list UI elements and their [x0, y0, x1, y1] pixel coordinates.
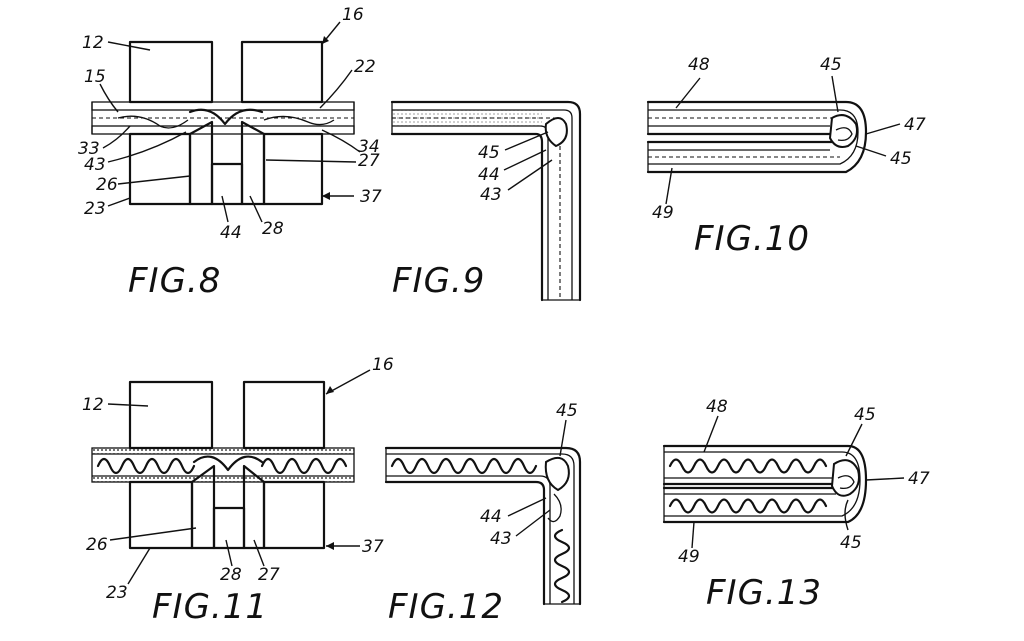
ref-numeral: 12 — [82, 33, 104, 53]
ref-numeral: 43 — [84, 155, 106, 175]
ref-numeral: 26 — [86, 535, 108, 555]
panel-inner-skin — [384, 480, 546, 606]
wrap-outer — [646, 100, 868, 174]
corrugation-vertical — [553, 528, 571, 604]
corrugation-upper — [668, 458, 828, 474]
ref-numeral: 15 — [84, 67, 106, 87]
upper-die-block-right — [240, 40, 324, 104]
ref-numeral: 23 — [84, 199, 106, 219]
panel-outer-skin — [390, 100, 582, 302]
figure-label: FIG.12 — [388, 587, 504, 627]
ref-numeral: 28 — [220, 565, 242, 585]
ref-numeral: 16 — [372, 355, 394, 375]
figure-13: 48 45 47 45 49 FIG.13 — [662, 397, 930, 613]
ref-numeral: 34 — [358, 137, 380, 157]
ref-numeral: 49 — [678, 547, 700, 567]
figure-label: FIG.9 — [392, 261, 485, 301]
ref-numeral: 22 — [354, 57, 376, 77]
anvil-block — [212, 506, 246, 550]
ref-numeral: 43 — [480, 185, 502, 205]
crimp-fold — [544, 456, 570, 492]
ref-numeral: 45 — [840, 533, 862, 553]
ref-numeral: 33 — [78, 139, 100, 159]
ref-numeral: 49 — [652, 203, 674, 223]
ref-numeral: 45 — [556, 401, 578, 421]
crimp-fold — [544, 117, 568, 148]
ref-numeral: 48 — [706, 397, 728, 417]
figure-10: 48 45 47 45 49 FIG.10 — [646, 55, 926, 259]
ref-numeral: 45 — [854, 405, 876, 425]
upper-die-block-right — [242, 380, 326, 450]
upper-die-block-left — [128, 40, 214, 104]
ref-numeral: 44 — [220, 223, 242, 243]
ref-numeral: 12 — [82, 395, 104, 415]
figure-9: 45 44 43 FIG.9 — [390, 100, 582, 302]
corrugation-horizontal — [390, 457, 538, 475]
crimp-joint — [830, 459, 860, 497]
upper-die-block-left — [128, 380, 214, 450]
panel-upper-skin — [91, 101, 355, 111]
ref-numeral: 47 — [908, 469, 930, 489]
panel-crimp — [192, 455, 264, 472]
ref-numeral: 37 — [360, 187, 382, 207]
panel-outer-skin — [384, 446, 582, 606]
ref-numeral: 37 — [362, 537, 384, 557]
ref-numeral: 45 — [890, 149, 912, 169]
lower-die-block-right — [262, 132, 324, 206]
ref-numeral: 27 — [358, 151, 380, 171]
figure-label: FIG.11 — [152, 587, 268, 627]
figure-11: 12 16 26 37 28 27 23 FIG.11 — [82, 355, 394, 627]
panel-crimp — [188, 108, 264, 126]
anvil-block — [210, 162, 244, 206]
ref-numeral: 43 — [490, 529, 512, 549]
lower-die-block-right — [262, 480, 326, 550]
ref-numeral: 44 — [478, 165, 500, 185]
figure-label: FIG.10 — [694, 219, 810, 259]
panel-inner-skin — [390, 132, 544, 302]
ref-numeral: 48 — [688, 55, 710, 75]
ref-numeral: 47 — [904, 115, 926, 135]
ref-numeral: 27 — [258, 565, 280, 585]
lower-die-block-left — [128, 480, 194, 550]
figure-12: 45 44 43 FIG.12 — [384, 401, 582, 627]
figure-8: 12 16 15 22 33 34 43 27 26 37 23 44 28 F… — [78, 5, 382, 301]
panel-lower-skin — [91, 125, 355, 135]
corrugation-lower — [668, 498, 828, 514]
figure-label: FIG.8 — [128, 261, 221, 301]
ref-numeral: 44 — [480, 507, 502, 527]
ref-numeral: 16 — [342, 5, 364, 25]
ref-numeral: 28 — [262, 219, 284, 239]
ref-numeral: 45 — [478, 143, 500, 163]
ref-numeral: 23 — [106, 583, 128, 603]
figure-label: FIG.13 — [706, 573, 822, 613]
crimp-joint — [828, 114, 858, 148]
ref-numeral: 26 — [96, 175, 118, 195]
corrugation-right — [260, 457, 348, 475]
corrugation-left — [96, 457, 196, 475]
ref-numeral: 45 — [820, 55, 842, 75]
